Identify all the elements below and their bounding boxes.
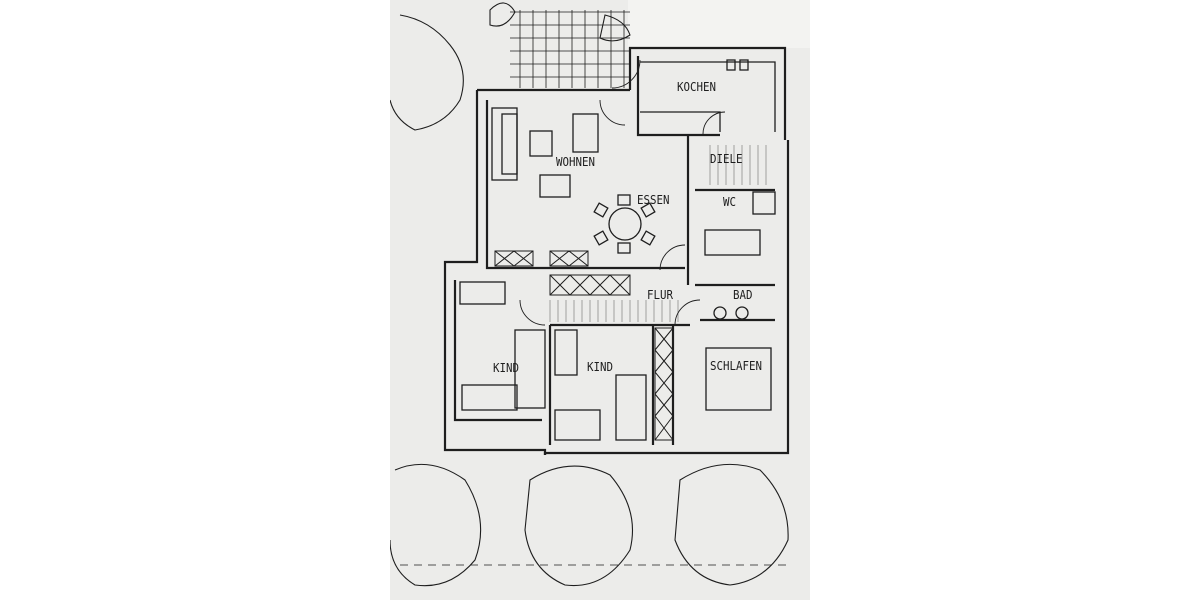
room-label-kind-2: KIND — [587, 360, 614, 374]
room-label-wc: WC — [723, 195, 737, 209]
wardrobes — [494, 250, 674, 441]
floor-plan-drawing — [390, 2, 790, 587]
room-label-wohnen: WOHNEN — [556, 155, 596, 169]
trees — [390, 2, 790, 587]
floor-plan-paper: KOCHEN WOHNEN ESSEN DIELE WC FLUR BAD KI… — [390, 0, 810, 600]
room-label-bad: BAD — [733, 288, 753, 302]
room-label-kochen: KOCHEN — [677, 80, 717, 94]
room-label-diele: DIELE — [710, 152, 743, 166]
terrace-grid — [510, 10, 630, 88]
room-label-schlafen: SCHLAFEN — [710, 359, 763, 373]
paper-fold — [628, 0, 810, 48]
room-label-kind-1: KIND — [493, 361, 520, 375]
room-label-essen: ESSEN — [637, 193, 670, 207]
room-label-flur: FLUR — [647, 288, 674, 302]
